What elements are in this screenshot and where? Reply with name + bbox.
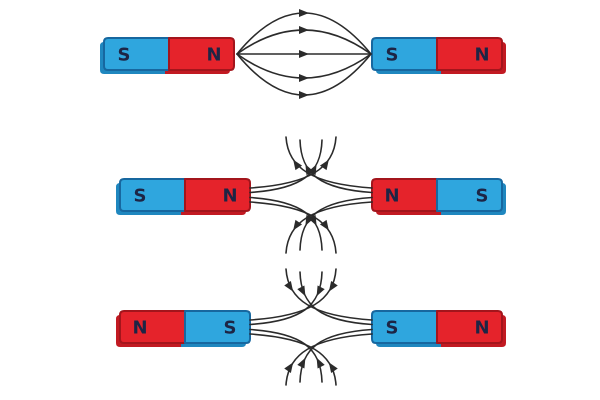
field-arrowhead-icon bbox=[299, 9, 309, 17]
field-line bbox=[249, 271, 323, 326]
pole-label: S bbox=[386, 318, 399, 339]
pole-half-red bbox=[371, 178, 438, 212]
pole-half-red bbox=[436, 37, 503, 71]
field-arrowhead-icon bbox=[293, 159, 303, 171]
field-line bbox=[299, 328, 373, 383]
field-line bbox=[249, 333, 337, 386]
pole-half-blue bbox=[184, 310, 251, 344]
pole-half-red bbox=[436, 310, 503, 344]
field-arrowhead-icon bbox=[319, 159, 329, 171]
field-line bbox=[299, 196, 373, 251]
field-arrowhead-icon bbox=[319, 219, 329, 231]
field-line bbox=[299, 271, 373, 326]
field-arrowhead-icon bbox=[328, 362, 338, 373]
field-line bbox=[299, 139, 373, 194]
pole-half-blue bbox=[371, 310, 438, 344]
pole-label: S bbox=[118, 45, 131, 66]
field-arrowhead-icon bbox=[299, 26, 309, 34]
pole-label: N bbox=[132, 318, 147, 339]
pole-label: S bbox=[386, 45, 399, 66]
field-arrowhead-icon bbox=[284, 281, 294, 292]
field-line bbox=[249, 328, 323, 383]
field-arrowhead-icon bbox=[328, 281, 338, 292]
pole-label: S bbox=[134, 186, 147, 207]
pole-half-blue bbox=[103, 37, 170, 71]
pole-label: N bbox=[222, 186, 237, 207]
field-line bbox=[249, 139, 323, 194]
pole-label: S bbox=[476, 186, 489, 207]
field-arrowhead-icon bbox=[316, 285, 325, 297]
field-line bbox=[249, 196, 323, 251]
field-arrowhead-icon bbox=[293, 219, 303, 231]
field-arrowhead-icon bbox=[284, 362, 294, 373]
pole-label: N bbox=[206, 45, 221, 66]
field-line bbox=[285, 268, 373, 321]
field-arrowhead-icon bbox=[299, 50, 309, 58]
field-arrowhead-icon bbox=[305, 215, 314, 226]
pole-label: N bbox=[474, 318, 489, 339]
pole-half-blue bbox=[436, 178, 503, 212]
field-arrowhead-icon bbox=[297, 285, 306, 297]
pole-label: N bbox=[384, 186, 399, 207]
field-line bbox=[249, 268, 337, 321]
pole-half-blue bbox=[371, 37, 438, 71]
field-arrowhead-icon bbox=[297, 357, 306, 369]
pole-half-red bbox=[168, 37, 235, 71]
field-line bbox=[236, 12, 372, 55]
field-arrowhead-icon bbox=[299, 74, 309, 82]
pole-half-red bbox=[184, 178, 251, 212]
field-arrowhead-icon bbox=[299, 91, 309, 99]
pole-label: S bbox=[224, 318, 237, 339]
field-line bbox=[236, 53, 372, 96]
field-arrowhead-icon bbox=[316, 357, 325, 369]
field-line bbox=[285, 333, 373, 386]
pole-half-blue bbox=[119, 178, 186, 212]
pole-half-red bbox=[119, 310, 186, 344]
pole-label: N bbox=[474, 45, 489, 66]
field-arrowhead-icon bbox=[305, 164, 314, 175]
